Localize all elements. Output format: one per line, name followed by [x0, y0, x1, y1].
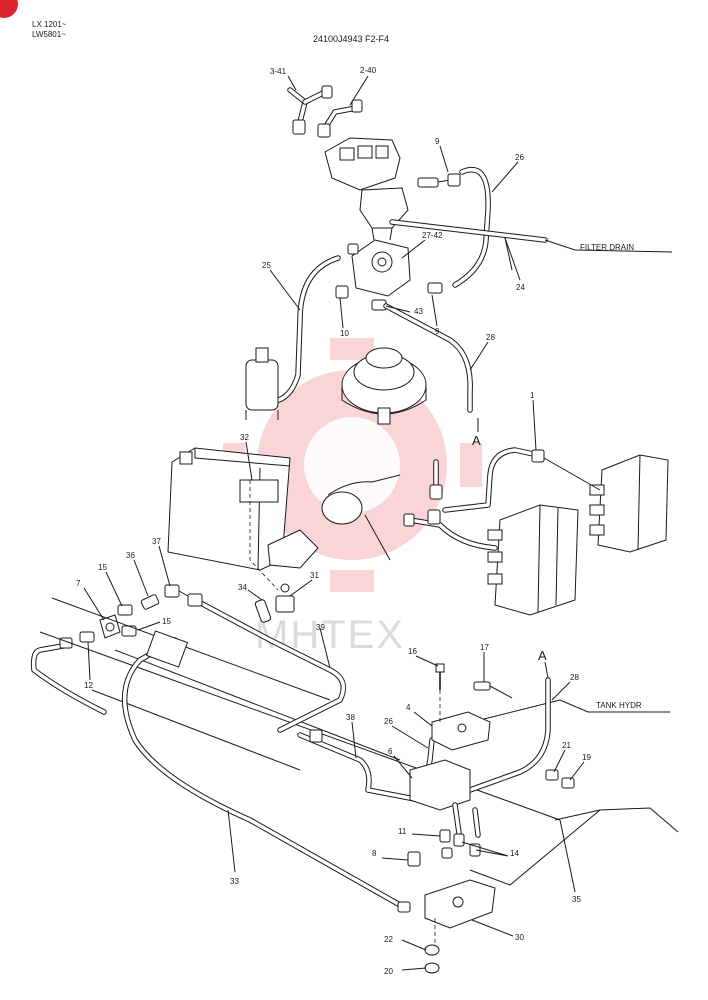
callout-38: 38	[346, 713, 355, 722]
fittings-11-14	[439, 829, 481, 859]
callout-4: 4	[406, 703, 411, 712]
callout-9-lower: 9	[435, 327, 440, 336]
callout-27-42: 27-42	[422, 231, 443, 240]
fitting-37	[164, 584, 189, 598]
corner-badge	[0, 0, 18, 18]
callout-35: 35	[572, 895, 581, 904]
callout-numbers: 3-41 2-40 9 26 27-42 24 25 43 10 9 28 1 …	[76, 66, 591, 976]
watermark-text: MHTEX	[255, 613, 405, 657]
fitting-15a	[117, 604, 133, 616]
callout-26-lower: 26	[384, 717, 393, 726]
plug-8	[407, 851, 421, 867]
callout-20: 20	[384, 967, 393, 976]
fitting-3-41	[287, 85, 333, 135]
manifold-6	[409, 759, 481, 843]
callout-36: 36	[126, 551, 135, 560]
hydraulic-pump	[267, 474, 401, 569]
fitting-12	[30, 631, 107, 715]
hose-28	[383, 303, 473, 413]
swing-gear-assembly	[341, 347, 427, 425]
callout-8: 8	[372, 849, 377, 858]
callout-17: 17	[480, 643, 489, 652]
valve-block-4	[431, 690, 491, 751]
hose-38	[297, 729, 423, 803]
leader-lines	[83, 75, 585, 971]
callout-33: 33	[230, 877, 239, 886]
callout-31: 31	[310, 571, 319, 580]
section-marker-a-upper: A	[472, 433, 481, 448]
drawing-number: 24100J4943 F2-F4	[313, 34, 390, 44]
callout-22: 22	[384, 935, 393, 944]
model-line-1: LX 1201~	[32, 20, 67, 29]
frame-lines	[39, 597, 679, 886]
fitting-2-40	[317, 99, 363, 138]
filter-32	[245, 347, 279, 420]
model-line-2: LW5801~	[32, 30, 66, 39]
callout-14: 14	[510, 849, 519, 858]
callout-39: 39	[316, 623, 325, 632]
callout-19: 19	[582, 753, 591, 762]
hose-25	[265, 255, 341, 405]
tank-hydr-label: TANK HYDR	[596, 701, 642, 710]
callout-15-lower: 15	[162, 617, 171, 626]
sensor-34	[254, 599, 272, 623]
hose-26-filter-drain	[389, 166, 673, 288]
callout-28-lower: 28	[570, 673, 579, 682]
nut-20	[424, 962, 440, 974]
nut-22	[424, 944, 440, 956]
callout-21: 21	[562, 741, 571, 750]
bolt-17	[473, 681, 513, 699]
callout-28-upper: 28	[486, 333, 495, 342]
hose-33	[122, 630, 411, 913]
callout-2-40: 2-40	[360, 66, 377, 75]
hose-39	[187, 593, 347, 733]
callout-6: 6	[388, 747, 393, 756]
callout-10: 10	[340, 329, 349, 338]
bolt-16	[435, 663, 445, 690]
callout-30: 30	[515, 933, 524, 942]
switch-31	[275, 583, 295, 613]
callout-32: 32	[240, 433, 249, 442]
section-marker-a-lower: A	[538, 648, 547, 663]
callout-37: 37	[152, 537, 161, 546]
fitting-15b	[121, 625, 137, 637]
pipe-line-1	[403, 447, 601, 551]
control-valve-left	[487, 504, 579, 616]
callout-3-41: 3-41	[270, 67, 287, 76]
bracket-30	[424, 879, 496, 945]
callout-12: 12	[84, 681, 93, 690]
model-range: LX 1201~ LW5801~	[32, 20, 66, 40]
marker-a-lower-pointer	[544, 661, 549, 679]
callout-11: 11	[398, 827, 407, 836]
callout-1: 1	[530, 391, 535, 400]
callout-7: 7	[76, 579, 81, 588]
control-valve-right	[589, 454, 669, 553]
watermark-gear-icon	[223, 338, 482, 592]
swivel-joint-27-42	[335, 239, 443, 311]
hydraulic-tank	[167, 447, 291, 591]
swing-motor-valve	[324, 137, 409, 241]
callout-9-top: 9	[435, 137, 440, 146]
filter-drain-label: FILTER DRAIN	[580, 243, 634, 252]
hose-28-lower	[467, 677, 670, 793]
hose-9-top	[417, 173, 461, 188]
callout-15-upper: 15	[98, 563, 107, 572]
callout-25: 25	[262, 261, 271, 270]
fitting-21	[545, 769, 559, 781]
callout-24: 24	[516, 283, 525, 292]
fitting-36	[140, 594, 160, 610]
callout-16: 16	[408, 647, 417, 656]
callout-26-top: 26	[515, 153, 524, 162]
callout-34: 34	[238, 583, 247, 592]
callout-43: 43	[414, 307, 423, 316]
fitting-19	[561, 777, 575, 789]
